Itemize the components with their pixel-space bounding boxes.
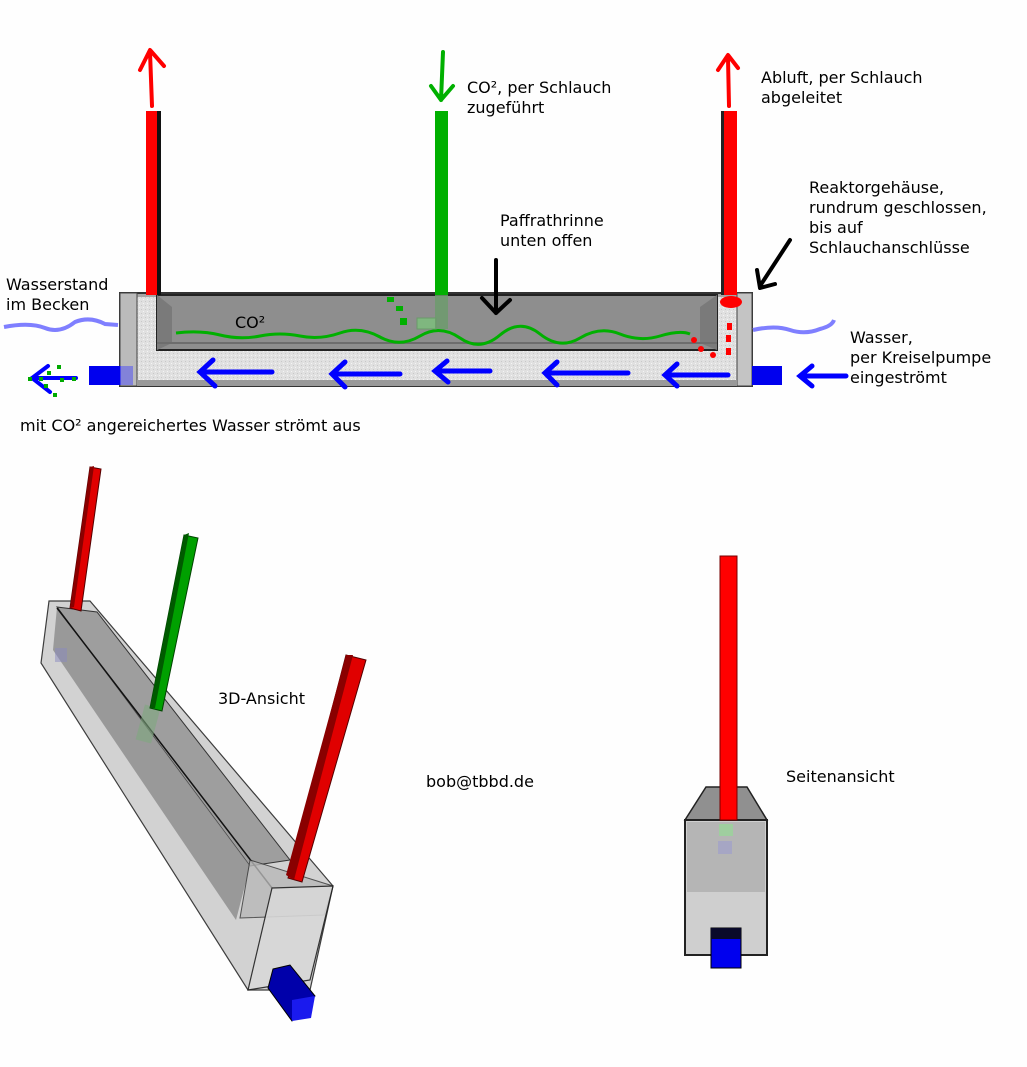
exhaust-bubble — [726, 348, 731, 355]
label-3d-view: 3D-Ansicht — [218, 689, 305, 708]
outlet-nozzle — [89, 366, 121, 385]
water-level-line — [752, 319, 836, 335]
arrow-up-icon — [716, 53, 740, 108]
pointer-arrow-icon — [755, 238, 792, 290]
contact-email: bob@tbbd.de — [426, 772, 534, 791]
3d-view — [40, 466, 367, 1022]
exhaust-pipe-right — [724, 111, 737, 295]
co2-bubble — [387, 297, 394, 302]
label-co2-supply: CO², per Schlauch zugeführt — [467, 78, 612, 117]
side-view — [683, 555, 769, 969]
exhaust-bubble — [720, 296, 742, 308]
outflow-arrow-icon — [28, 364, 78, 394]
front-view — [3, 48, 849, 397]
label-co2-gas: CO² — [235, 313, 266, 332]
pointer-arrow-icon — [480, 258, 512, 315]
co2-pipe — [435, 111, 448, 295]
label-gutter: Paffrathrinne unten offen — [500, 211, 604, 250]
arrow-down-icon — [429, 50, 455, 102]
exhaust-bubble — [726, 335, 731, 342]
label-water-level: Wasserstand im Becken — [6, 275, 109, 314]
label-water-in: Wasser, per Kreiselpumpe eingeströmt — [850, 328, 992, 387]
water-level-line — [3, 317, 119, 332]
arrow-up-icon — [138, 48, 166, 108]
co2-bubble — [396, 306, 403, 311]
co2-bubble — [400, 318, 407, 325]
label-side-view: Seitenansicht — [786, 767, 895, 786]
exhaust-bubble — [727, 323, 732, 330]
co2-dots — [28, 365, 76, 397]
label-housing: Reaktorgehäuse, rundrum geschlossen, bis… — [809, 178, 987, 257]
co2-diffuser — [416, 317, 437, 330]
side-exhaust-pipe — [719, 555, 738, 821]
inlet-nozzle — [752, 366, 782, 385]
water-flow-arrows — [196, 357, 849, 390]
exhaust-bubble — [698, 346, 704, 352]
exhaust-bubble — [691, 337, 697, 343]
exhaust-bubble — [710, 352, 716, 358]
label-exhaust: Abluft, per Schlauch abgeleitet — [761, 68, 923, 107]
co2-water-surface — [175, 324, 691, 346]
label-water-out: mit CO² angereichertes Wasser strömt aus — [20, 416, 361, 435]
exhaust-pipe-left — [146, 111, 158, 295]
